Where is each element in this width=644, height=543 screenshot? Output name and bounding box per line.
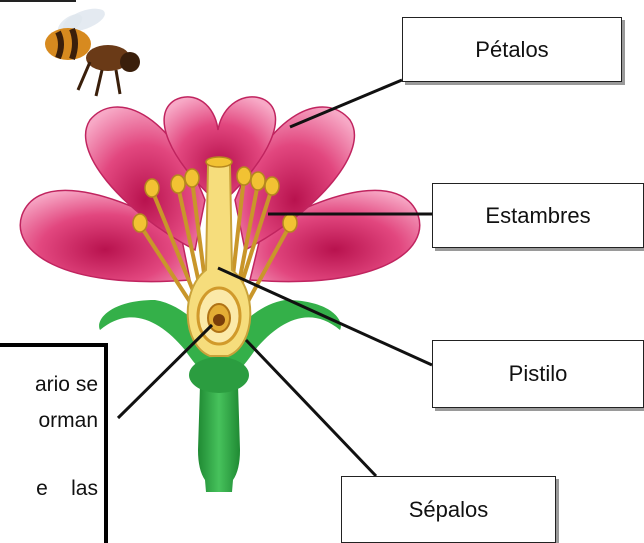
label-petalos: Pétalos: [402, 17, 622, 82]
note-line: ario se: [35, 373, 98, 397]
label-estambres-text: Estambres: [485, 203, 590, 229]
label-estambres: Estambres: [432, 183, 644, 248]
note-line: e las: [36, 477, 98, 501]
label-pistilo: Pistilo: [432, 340, 644, 408]
ovary-note-box: ario se orman e las: [0, 343, 108, 543]
label-pistilo-text: Pistilo: [509, 361, 568, 387]
note-line: orman: [38, 409, 98, 433]
label-petalos-text: Pétalos: [475, 37, 548, 63]
label-sepalos: Sépalos: [341, 476, 556, 543]
label-sepalos-text: Sépalos: [409, 497, 489, 523]
bee-icon: [45, 4, 140, 96]
